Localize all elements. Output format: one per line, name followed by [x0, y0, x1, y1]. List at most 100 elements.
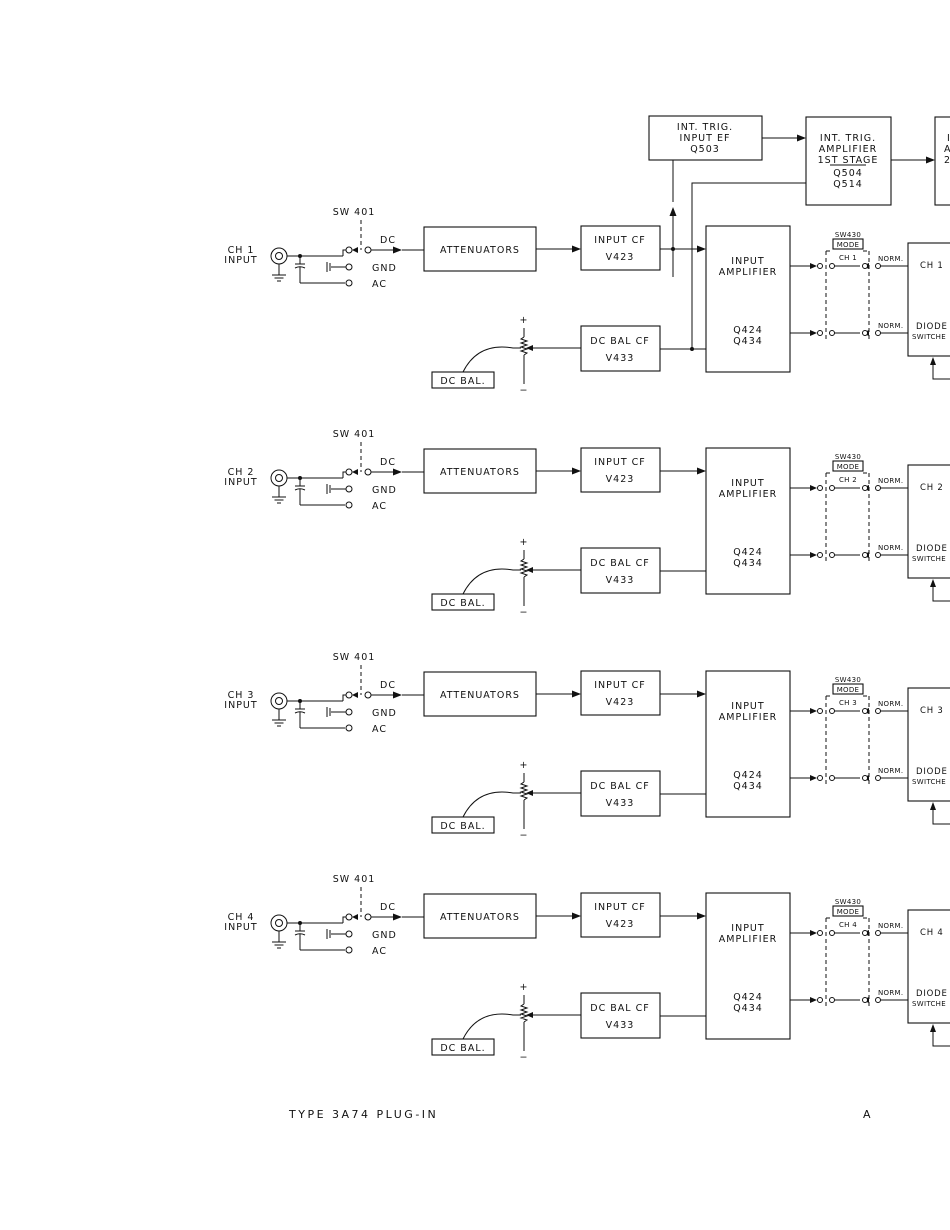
mode-switch-box[interactable] [832, 460, 864, 472]
bnc-connector-inner [275, 252, 283, 260]
dc-bal-cf-label: DC BAL CF [590, 336, 649, 347]
dc-bal-label: DC BAL. [440, 598, 485, 609]
input-amp-label-3: Q424 [733, 770, 763, 781]
attenuators-block [423, 893, 537, 939]
plus-label: + [520, 537, 529, 548]
dc-bal-control[interactable] [431, 371, 495, 389]
dc-bal-cf-block [580, 547, 661, 594]
channel-4: CH 4 INPUT SW 401 DC [224, 874, 950, 1063]
norm-label-2: NORM. [878, 989, 903, 997]
dc-bal-cf-block [580, 325, 661, 372]
int-trig-amp-label-1: INT. TRIG. [820, 133, 876, 144]
input-cf-tube: V423 [606, 697, 635, 708]
dc-bal-pickoff-junction [690, 347, 694, 351]
next-stage-label-3: 2 [944, 155, 950, 166]
mode-switch-box[interactable] [832, 905, 864, 917]
dc-bal-label: DC BAL. [440, 376, 485, 387]
mode-channel-label: CH 4 [839, 921, 857, 929]
gnd-label: GND [372, 930, 397, 941]
gnd-label: GND [372, 708, 397, 719]
dc-label: DC [380, 235, 396, 246]
int-trig-amp-label-4: Q504 [833, 168, 863, 179]
input-amp-label-1: INPUT [731, 701, 764, 712]
sw401-label: SW 401 [333, 207, 376, 218]
int-trig-input-ef-block [648, 115, 763, 161]
channel-1-input: CH 1 INPUT [224, 207, 402, 290]
input-cf-block [580, 447, 661, 493]
sw430-label: SW430 [835, 453, 861, 461]
dc-terminal [345, 246, 353, 254]
ac-terminal [345, 279, 353, 287]
dc-bal-cf-block [580, 992, 661, 1039]
minus-label: − [520, 830, 529, 841]
footer-page-letter: A [863, 1108, 873, 1121]
int-trig-input-ef-label-3: Q503 [690, 144, 720, 155]
diode-switch-block-partial [907, 242, 950, 357]
dc-bal-control[interactable] [431, 593, 495, 611]
dc-bal-cf-tube: V433 [606, 1020, 635, 1031]
diode-switch-block-partial [907, 464, 950, 579]
mode-channel-label: CH 1 [839, 254, 857, 262]
sw401-label: SW 401 [333, 652, 376, 663]
minus-label: − [520, 607, 529, 618]
mode-switch-box[interactable] [832, 683, 864, 695]
switch-label: SWITCHE [912, 333, 946, 341]
sw430-label: SW430 [835, 898, 861, 906]
input-cf-tube: V423 [606, 919, 635, 930]
attenuators-block [423, 226, 537, 272]
input-cf-block [580, 892, 661, 938]
channel-input-label-1: CH 2 [228, 467, 255, 478]
mode-label: MODE [837, 686, 860, 694]
dc-bal-control[interactable] [431, 816, 495, 834]
potentiometer-icon [519, 558, 529, 578]
int-trig-amp-label-5: Q514 [833, 179, 863, 190]
gnd-terminal [345, 263, 353, 271]
dc-bal-cf-tube: V433 [606, 353, 635, 364]
next-stage-label-1: I [947, 133, 950, 144]
minus-label: − [520, 1052, 529, 1063]
dc-bal-to-trig-amp-wire [691, 182, 806, 349]
channel-input-label-2: INPUT [224, 700, 257, 711]
int-trig-input-ef-label-1: INT. TRIG. [677, 122, 733, 133]
diode-channel-label: CH 4 [920, 928, 944, 938]
potentiometer-icon [519, 1003, 529, 1023]
input-amp-label-4: Q434 [733, 781, 763, 792]
footer-title: TYPE 3A74 PLUG-IN [288, 1108, 438, 1121]
trig-up-arrow [669, 207, 677, 216]
attenuators-label: ATTENUATORS [440, 690, 520, 701]
diode-switch-block-partial [907, 909, 950, 1024]
mode-label: MODE [837, 908, 860, 916]
potentiometer-icon [519, 336, 529, 356]
input-amplifier-block [705, 670, 791, 818]
mode-switch-box[interactable] [832, 238, 864, 250]
diode-channel-label: CH 3 [920, 706, 944, 716]
input-amp-label-3: Q424 [733, 547, 763, 558]
dc-bal-cf-label: DC BAL CF [590, 781, 649, 792]
mode-channel-label: CH 3 [839, 699, 857, 707]
ac-label: AC [372, 279, 387, 290]
input-amp-label-4: Q434 [733, 1003, 763, 1014]
norm-label-1: NORM. [878, 477, 903, 485]
int-trig-amp-label-3: 1ST STAGE [818, 155, 879, 166]
input-cf-label: INPUT CF [594, 680, 646, 691]
dc-bal-label: DC BAL. [440, 821, 485, 832]
norm-label-1: NORM. [878, 255, 903, 263]
attenuators-label: ATTENUATORS [440, 245, 520, 256]
norm-label-2: NORM. [878, 767, 903, 775]
mode-channel-label: CH 2 [839, 476, 857, 484]
dc-bal-cf-tube: V433 [606, 798, 635, 809]
input-amp-label-2: AMPLIFIER [719, 489, 777, 500]
ac-label: AC [372, 501, 387, 512]
dc-bal-control[interactable] [431, 1038, 495, 1056]
norm-label-1: NORM. [878, 922, 903, 930]
diode-channel-label: CH 1 [920, 261, 944, 271]
channel-input-label-2: INPUT [224, 922, 257, 933]
switch-label: SWITCHE [912, 1000, 946, 1008]
dc-label: DC [380, 457, 396, 468]
norm-label-1: NORM. [878, 700, 903, 708]
mode-label: MODE [837, 241, 860, 249]
gnd-label: GND [372, 485, 397, 496]
input-amplifier-block [705, 225, 791, 373]
input-amplifier-block [705, 447, 791, 595]
